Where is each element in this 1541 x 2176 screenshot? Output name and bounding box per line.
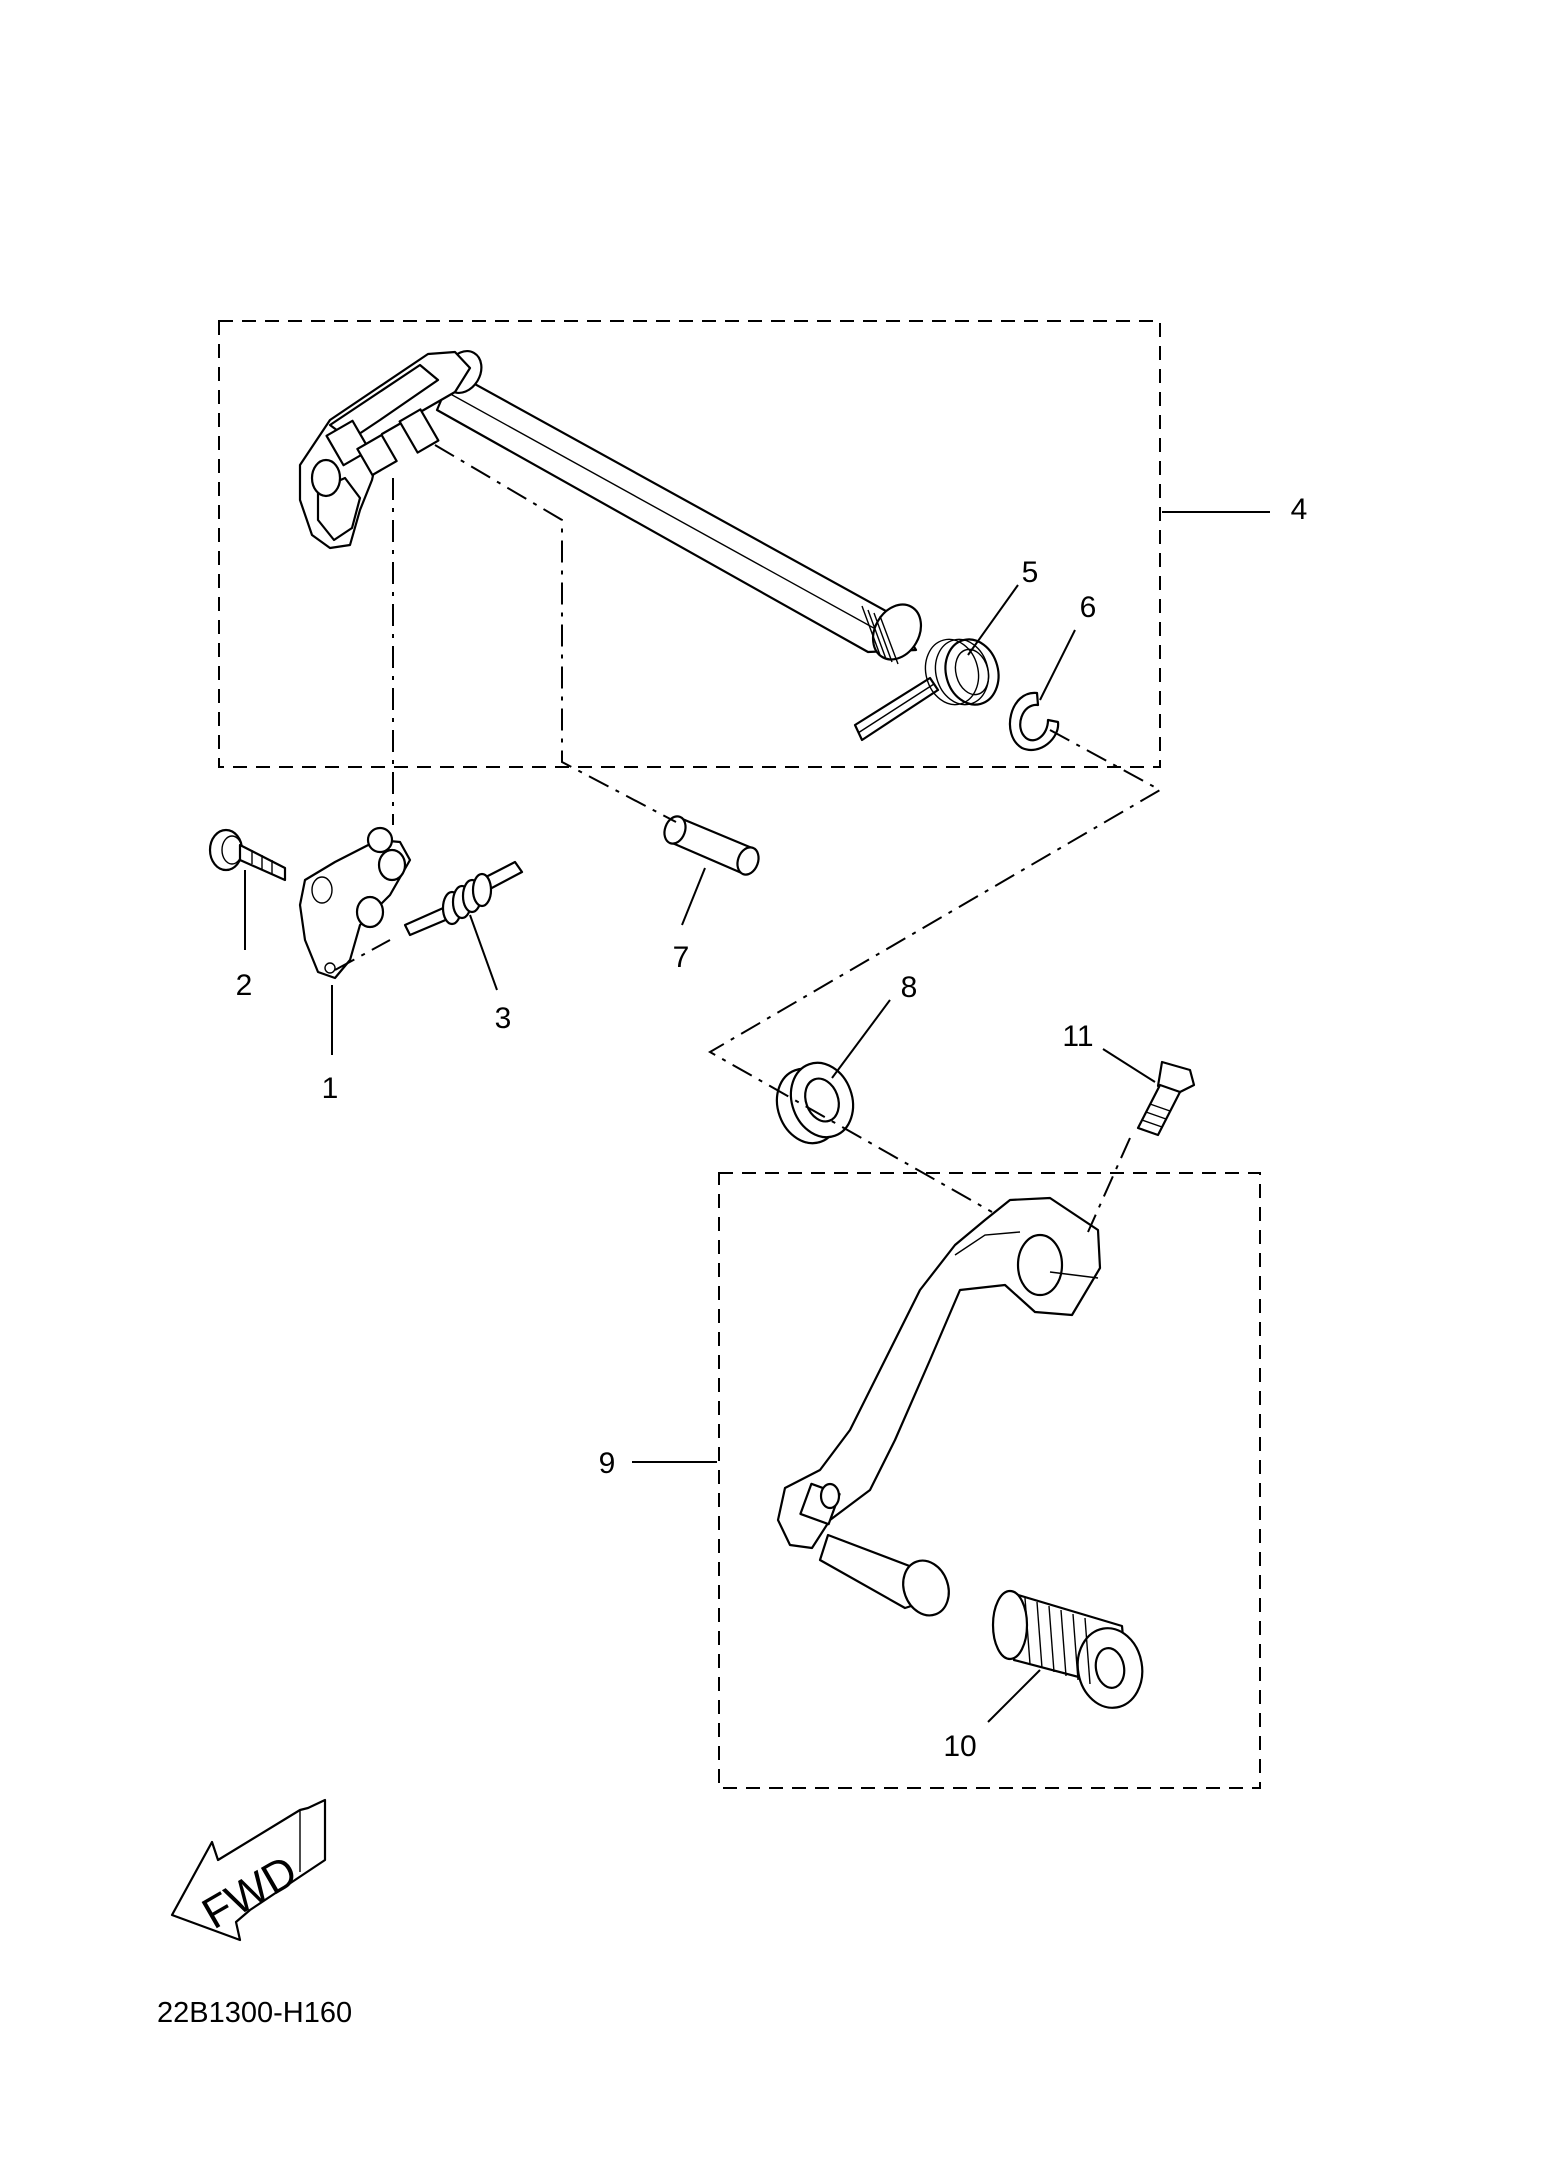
shift-shaft-assembly xyxy=(298,350,923,665)
callout-9: 9 xyxy=(599,1447,616,1480)
part-6-circlip xyxy=(1008,691,1060,751)
callout-5: 5 xyxy=(1022,556,1039,589)
part-10-pedal-rubber xyxy=(991,1589,1144,1709)
callout-6: 6 xyxy=(1080,591,1097,624)
part-2-bolt xyxy=(208,828,287,882)
part-3-spring xyxy=(403,860,524,937)
callout-7: 7 xyxy=(673,941,690,974)
callout-4: 4 xyxy=(1291,493,1308,526)
forward-direction-arrow: FWD xyxy=(170,1798,327,1942)
callout-2: 2 xyxy=(236,969,253,1002)
callout-1: 1 xyxy=(322,1072,339,1105)
part-11-bolt xyxy=(1136,1060,1196,1137)
callout-3: 3 xyxy=(495,1002,512,1035)
callout-10: 10 xyxy=(943,1730,976,1763)
part-7-dowel-pin xyxy=(663,815,760,876)
part-1-stopper-lever xyxy=(298,826,412,980)
assembly-center-lines xyxy=(334,444,1163,1233)
assembly-4-group-box xyxy=(218,320,1161,768)
callout-8: 8 xyxy=(901,971,918,1004)
assembly-9-group-box xyxy=(718,1172,1261,1789)
leader-lines xyxy=(244,511,1270,1723)
callout-11: 11 xyxy=(1062,1020,1093,1053)
diagram-reference-code: 22B1300-H160 xyxy=(157,1997,352,2029)
part-8-oil-seal xyxy=(775,1061,855,1145)
part-5-spring xyxy=(853,638,1000,742)
part-9-shift-pedal xyxy=(776,1196,1102,1617)
